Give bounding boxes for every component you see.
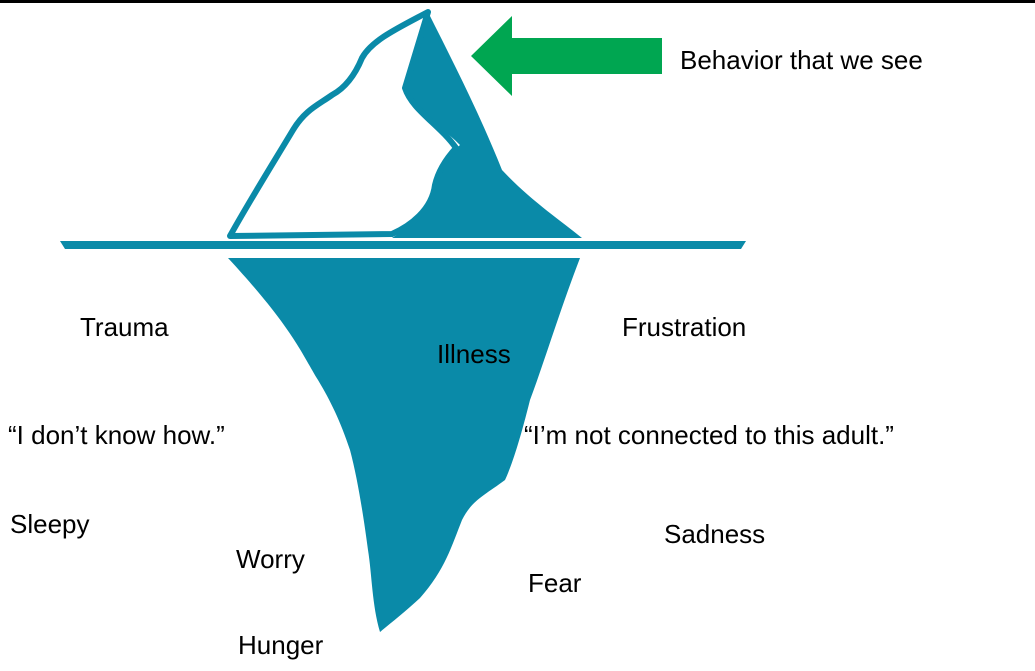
cause-hunger: Hunger <box>238 630 324 660</box>
cause-trauma: Trauma <box>80 312 169 342</box>
cause-worry: Worry <box>236 544 305 574</box>
top-border-line <box>0 0 1035 3</box>
iceberg-tip-outline <box>227 9 459 239</box>
cause-not-connected: “I’m not connected to this adult.” <box>524 420 894 450</box>
cause-sleepy: Sleepy <box>10 509 90 539</box>
iceberg-submerged-body <box>228 258 580 632</box>
cause-fear: Fear <box>528 568 582 598</box>
water-line <box>60 241 746 249</box>
iceberg-tip-shaded <box>392 12 582 238</box>
behavior-label: Behavior that we see <box>680 45 923 75</box>
cause-illness: Illness <box>437 339 511 369</box>
cause-sadness: Sadness <box>664 519 766 549</box>
cause-dont-know-how: “I don’t know how.” <box>8 420 225 450</box>
cause-frustration: Frustration <box>622 312 747 342</box>
green-arrow-icon <box>471 16 662 96</box>
